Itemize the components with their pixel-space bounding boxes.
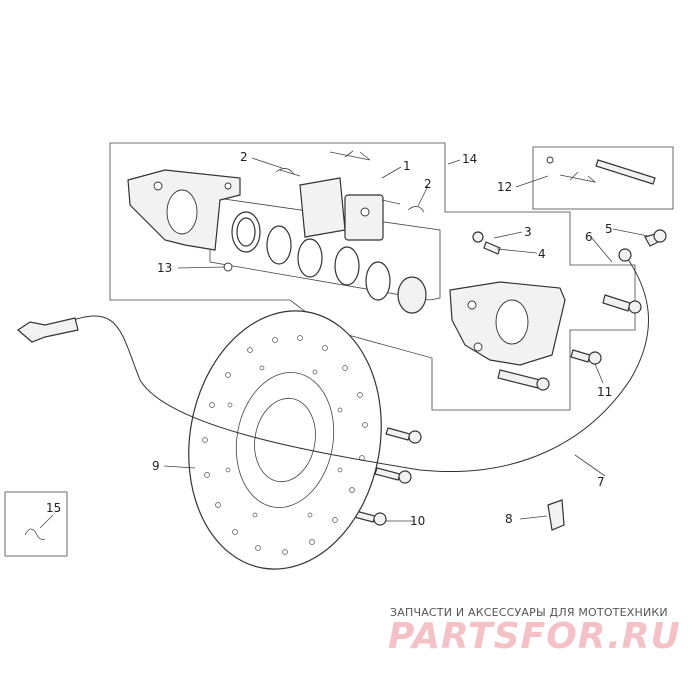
brake-pads bbox=[279, 169, 401, 241]
bleed-valve bbox=[472, 231, 501, 255]
pad-springs bbox=[275, 150, 425, 213]
callout-15: 15 bbox=[46, 501, 61, 515]
caliper-right-half bbox=[449, 281, 566, 366]
pistons-and-seals bbox=[231, 211, 427, 314]
callout-9: 9 bbox=[152, 459, 160, 473]
watermark-logo: PARTSFOR.RU bbox=[388, 616, 681, 657]
group-outline-14 bbox=[109, 142, 636, 411]
callout-10: 10 bbox=[410, 514, 425, 528]
brake-disc bbox=[188, 310, 382, 570]
hose-banjo bbox=[618, 248, 632, 262]
callout-14: 14 bbox=[462, 152, 477, 166]
brake-hose bbox=[59, 254, 649, 472]
caliper-left-half bbox=[127, 169, 241, 251]
callout-2a: 2 bbox=[240, 150, 248, 164]
callout-1: 1 bbox=[403, 159, 411, 173]
callout-4: 4 bbox=[538, 247, 546, 261]
hose-end-fitting bbox=[17, 317, 79, 343]
callout-3: 3 bbox=[524, 225, 532, 239]
watermark-tagline: ЗАПЧАСТИ И АКСЕССУАРЫ ДЛЯ МОТОТЕХНИКИ bbox=[390, 606, 668, 619]
group-box-13 bbox=[209, 196, 441, 301]
clip-part bbox=[24, 528, 46, 540]
group-box-15 bbox=[4, 491, 68, 557]
leader-lines bbox=[39, 157, 649, 529]
callout-5: 5 bbox=[605, 222, 613, 236]
pin-kit bbox=[546, 156, 656, 185]
callout-12: 12 bbox=[497, 180, 512, 194]
callout-7: 7 bbox=[597, 475, 605, 489]
small-washer bbox=[223, 262, 233, 272]
group-box-12 bbox=[532, 146, 674, 210]
callout-13: 13 bbox=[157, 261, 172, 275]
callout-2b: 2 bbox=[424, 177, 432, 191]
callout-11: 11 bbox=[597, 385, 612, 399]
hose-bracket bbox=[547, 499, 565, 531]
callout-6: 6 bbox=[585, 230, 593, 244]
bolts bbox=[349, 229, 667, 526]
callout-8: 8 bbox=[505, 512, 513, 526]
